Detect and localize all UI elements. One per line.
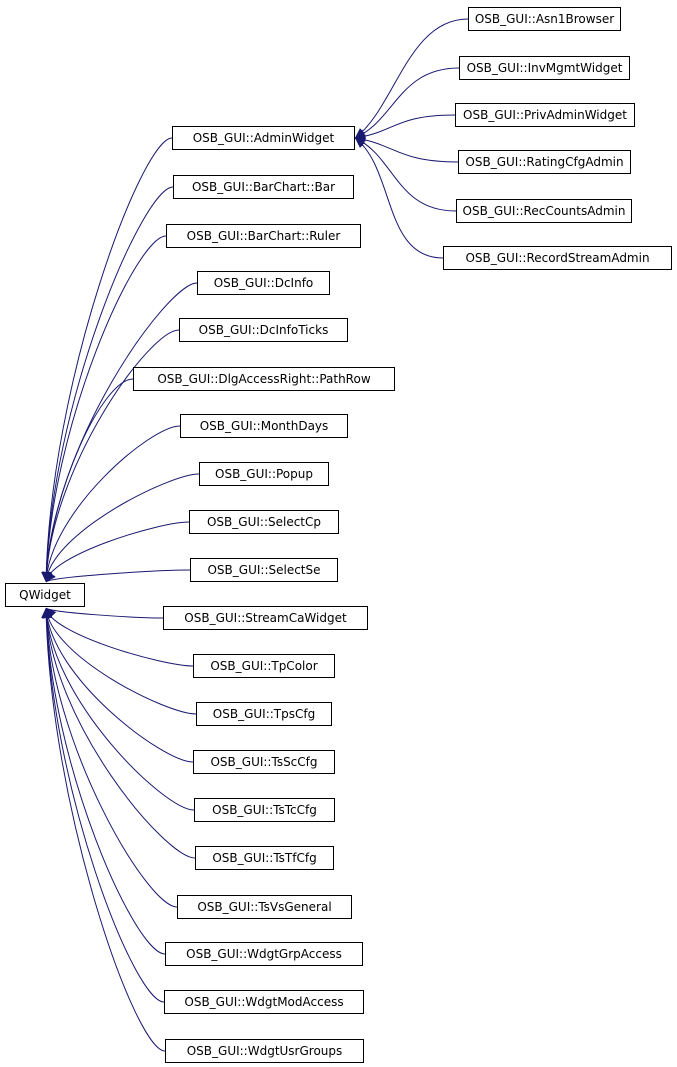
edge-InvMgmtWidget-to-AdminWidget	[354, 67, 460, 139]
node-TsTfCfg[interactable]: OSB_GUI::TsTfCfg	[195, 846, 334, 870]
node-RecCountsAdmin[interactable]: OSB_GUI::RecCountsAdmin	[456, 199, 632, 223]
node-TsTcCfg[interactable]: OSB_GUI::TsTcCfg	[194, 798, 335, 822]
node-WdgtUsrGroups[interactable]: OSB_GUI::WdgtUsrGroups	[165, 1039, 364, 1063]
node-TsVsGeneral[interactable]: OSB_GUI::TsVsGeneral	[177, 895, 352, 919]
node-Popup[interactable]: OSB_GUI::Popup	[199, 462, 329, 486]
node-InvMgmtWidget[interactable]: OSB_GUI::InvMgmtWidget	[459, 56, 630, 80]
edge-RecordStreamAdmin-to-AdminWidget	[354, 137, 444, 259]
edge-TsScCfg-to-QWidget	[41, 607, 194, 763]
edge-PathRow-to-QWidget	[41, 378, 134, 583]
node-BarChartRuler[interactable]: OSB_GUI::BarChart::Ruler	[166, 224, 361, 248]
node-BarChartBar[interactable]: OSB_GUI::BarChart::Bar	[173, 175, 354, 199]
edge-TpColor-to-QWidget	[42, 607, 194, 667]
edge-TsVsGeneral-to-QWidget	[41, 607, 178, 908]
node-RatingCfgAdmin[interactable]: OSB_GUI::RatingCfgAdmin	[458, 150, 631, 174]
node-TpsCfg[interactable]: OSB_GUI::TpsCfg	[196, 702, 332, 726]
edge-DcInfoTicks-to-QWidget	[41, 329, 180, 583]
node-RecordStreamAdmin[interactable]: OSB_GUI::RecordStreamAdmin	[443, 246, 672, 270]
node-WdgtGrpAccess[interactable]: OSB_GUI::WdgtGrpAccess	[165, 942, 363, 966]
node-QWidget[interactable]: QWidget	[5, 583, 85, 607]
edge-MonthDays-to-QWidget	[41, 425, 181, 583]
node-SelectSe[interactable]: OSB_GUI::SelectSe	[190, 558, 338, 582]
edge-RecCountsAdmin-to-AdminWidget	[354, 137, 457, 212]
edge-SelectSe-to-QWidget	[45, 569, 191, 583]
edge-RatingCfgAdmin-to-AdminWidget	[354, 134, 459, 163]
edge-WdgtModAccess-to-QWidget	[41, 607, 165, 1003]
edge-AdminWidget-to-QWidget	[41, 137, 173, 583]
node-PrivAdminWidget[interactable]: OSB_GUI::PrivAdminWidget	[455, 103, 635, 127]
edge-PrivAdminWidget-to-AdminWidget	[354, 114, 456, 142]
node-SelectCp[interactable]: OSB_GUI::SelectCp	[189, 510, 339, 534]
edge-TpsCfg-to-QWidget	[41, 607, 197, 715]
edge-Popup-to-QWidget	[41, 473, 200, 583]
node-DcInfoTicks[interactable]: OSB_GUI::DcInfoTicks	[179, 318, 348, 342]
node-AdminWidget[interactable]: OSB_GUI::AdminWidget	[172, 126, 355, 150]
node-MonthDays[interactable]: OSB_GUI::MonthDays	[180, 414, 348, 438]
node-PathRow[interactable]: OSB_GUI::DlgAccessRight::PathRow	[133, 367, 395, 391]
node-StreamCaWidget[interactable]: OSB_GUI::StreamCaWidget	[163, 606, 368, 630]
node-TsScCfg[interactable]: OSB_GUI::TsScCfg	[193, 750, 335, 774]
edge-TsTfCfg-to-QWidget	[41, 607, 196, 859]
edge-Asn1Browser-to-AdminWidget	[354, 18, 469, 139]
edge-BarChartRuler-to-QWidget	[41, 235, 167, 583]
edge-WdgtGrpAccess-to-QWidget	[41, 607, 166, 955]
edge-WdgtUsrGroups-to-QWidget	[41, 607, 166, 1052]
edge-TsTcCfg-to-QWidget	[41, 607, 195, 811]
edge-StreamCaWidget-to-QWidget	[45, 607, 164, 619]
node-DcInfo[interactable]: OSB_GUI::DcInfo	[197, 271, 330, 295]
node-Asn1Browser[interactable]: OSB_GUI::Asn1Browser	[468, 7, 621, 31]
node-WdgtModAccess[interactable]: OSB_GUI::WdgtModAccess	[164, 990, 364, 1014]
node-TpColor[interactable]: OSB_GUI::TpColor	[193, 654, 335, 678]
edge-BarChartBar-to-QWidget	[41, 186, 174, 583]
